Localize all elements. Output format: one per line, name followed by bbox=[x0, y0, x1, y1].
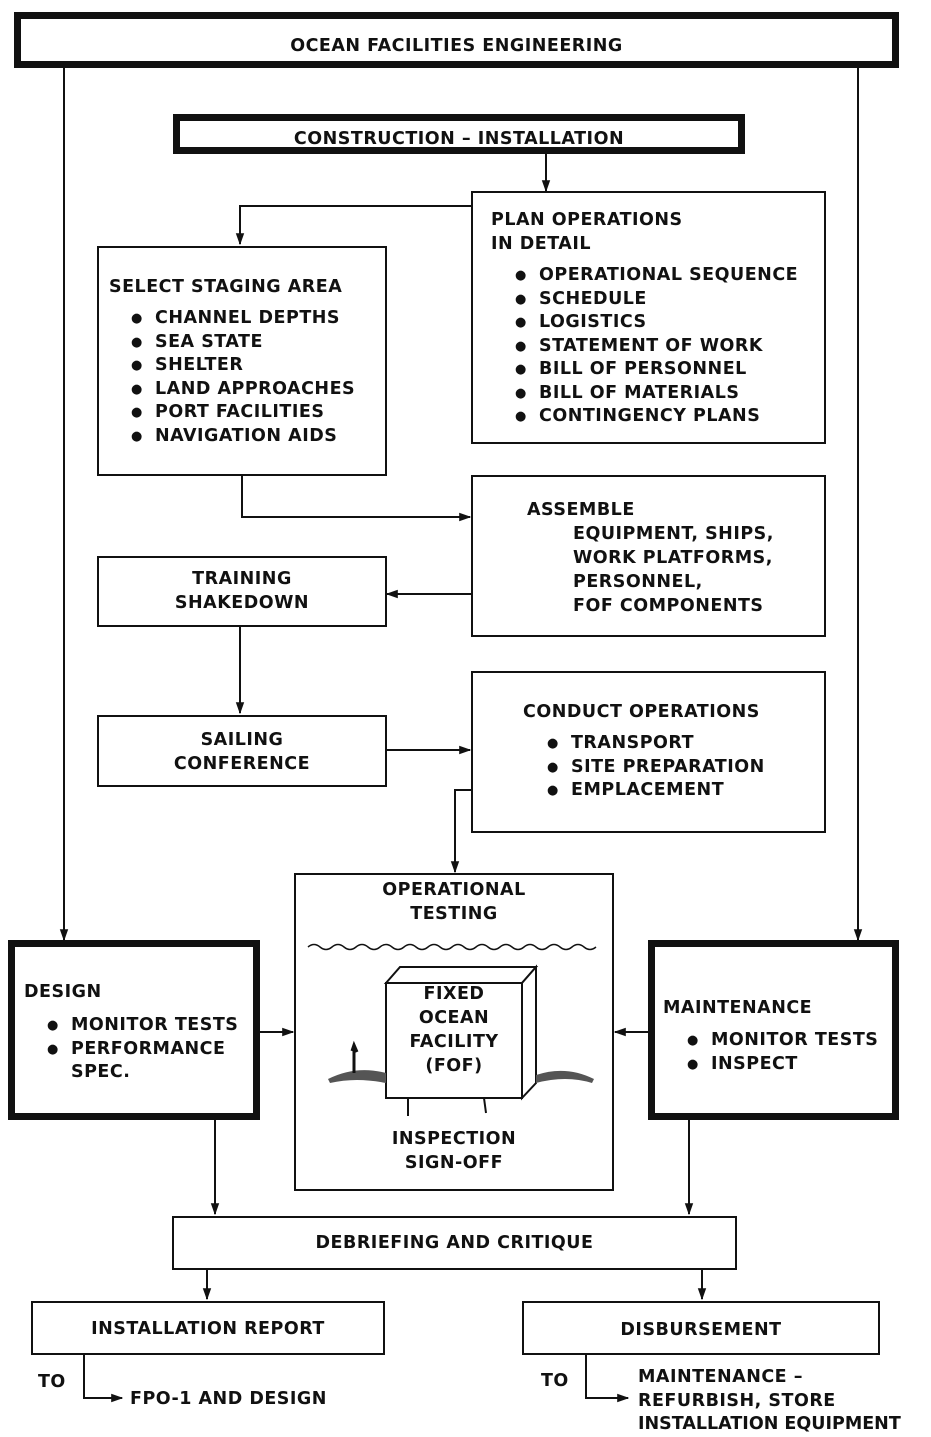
list-item: SCHEDULE bbox=[515, 288, 798, 312]
list-item: MONITOR TESTS bbox=[47, 1014, 238, 1038]
design-spec: SPEC. bbox=[71, 1062, 131, 1082]
signoff-line-1: INSPECTION bbox=[391, 1129, 517, 1149]
list-item: SHELTER bbox=[131, 354, 355, 378]
assemble-line-4: FOF COMPONENTS bbox=[573, 596, 764, 616]
training-line-1: TRAINING bbox=[192, 569, 292, 589]
facility-line-3: FACILITY bbox=[409, 1032, 499, 1052]
list-item: CHANNEL DEPTHS bbox=[131, 307, 355, 331]
arrow-disbursement-to-maintenance bbox=[585, 1355, 630, 1403]
sailing-conference-box: SAILING CONFERENCE bbox=[97, 715, 387, 787]
list-item: BILL OF MATERIALS bbox=[515, 382, 798, 406]
disbursement-to-label: TO bbox=[541, 1371, 569, 1391]
fixed-ocean-facility-illustration bbox=[307, 943, 597, 1116]
list-item: NAVIGATION AIDS bbox=[131, 425, 355, 449]
assemble-line-1: EQUIPMENT, SHIPS, bbox=[573, 524, 774, 544]
sailing-line-1: SAILING bbox=[200, 730, 284, 750]
arrow-staging-to-assemble bbox=[241, 476, 472, 522]
assemble-title: ASSEMBLE bbox=[527, 500, 635, 520]
design-list: MONITOR TESTS PERFORMANCE bbox=[47, 1014, 238, 1061]
list-item: OPERATIONAL SEQUENCE bbox=[515, 264, 798, 288]
signoff-line-2: SIGN-OFF bbox=[404, 1153, 504, 1173]
select-staging-area-box: SELECT STAGING AREA CHANNEL DEPTHS SEA S… bbox=[97, 246, 387, 476]
ocean-facilities-engineering-label: OCEAN FACILITIES ENGINEERING bbox=[290, 36, 623, 56]
training-shakedown-box: TRAINING SHAKEDOWN bbox=[97, 556, 387, 627]
list-item: PERFORMANCE bbox=[47, 1038, 238, 1062]
list-item: INSPECT bbox=[687, 1053, 878, 1077]
conduct-operations-box: CONDUCT OPERATIONS TRANSPORT SITE PREPAR… bbox=[471, 671, 826, 833]
maintenance-box: MAINTENANCE MONITOR TESTS INSPECT bbox=[648, 940, 899, 1120]
staging-title: SELECT STAGING AREA bbox=[109, 277, 343, 297]
conduct-title: CONDUCT OPERATIONS bbox=[523, 702, 760, 722]
installation-report-label: INSTALLATION REPORT bbox=[91, 1319, 325, 1339]
debriefing-box: DEBRIEFING AND CRITIQUE bbox=[172, 1216, 737, 1270]
list-item: CONTINGENCY PLANS bbox=[515, 405, 798, 429]
disbursement-dest-line-2: REFURBISH, STORE bbox=[638, 1391, 836, 1411]
arrow-conduct-to-testing bbox=[450, 789, 471, 874]
list-item: BILL OF PERSONNEL bbox=[515, 358, 798, 382]
testing-title-line-1: OPERATIONAL bbox=[382, 880, 526, 900]
debriefing-label: DEBRIEFING AND CRITIQUE bbox=[315, 1233, 594, 1253]
list-item: LOGISTICS bbox=[515, 311, 798, 335]
operational-testing-box: OPERATIONAL TESTING FIXED OCEAN FACILITY… bbox=[294, 873, 614, 1191]
report-destination: FPO-1 AND DESIGN bbox=[130, 1389, 327, 1409]
plan-operations-box: PLAN OPERATIONS IN DETAIL OPERATIONAL SE… bbox=[471, 191, 826, 444]
maintenance-list: MONITOR TESTS INSPECT bbox=[687, 1029, 878, 1076]
list-item: PORT FACILITIES bbox=[131, 401, 355, 425]
list-item: SEA STATE bbox=[131, 331, 355, 355]
report-to-label: TO bbox=[38, 1372, 66, 1392]
list-item: LAND APPROACHES bbox=[131, 378, 355, 402]
assemble-box: ASSEMBLE EQUIPMENT, SHIPS, WORK PLATFORM… bbox=[471, 475, 826, 637]
testing-title-line-2: TESTING bbox=[410, 904, 498, 924]
conduct-list: TRANSPORT SITE PREPARATION EMPLACEMENT bbox=[547, 732, 765, 803]
list-item: STATEMENT OF WORK bbox=[515, 335, 798, 359]
training-line-2: SHAKEDOWN bbox=[174, 593, 310, 613]
facility-line-2: OCEAN bbox=[418, 1008, 490, 1028]
construction-installation-label: CONSTRUCTION – INSTALLATION bbox=[293, 129, 625, 149]
list-item: EMPLACEMENT bbox=[547, 779, 765, 803]
design-title: DESIGN bbox=[24, 982, 102, 1002]
assemble-line-2: WORK PLATFORMS, bbox=[573, 548, 773, 568]
disbursement-dest-line-1: MAINTENANCE – bbox=[638, 1367, 803, 1387]
assemble-line-3: PERSONNEL, bbox=[573, 572, 703, 592]
plan-title-line-2: IN DETAIL bbox=[491, 234, 592, 254]
facility-line-4: (FOF) bbox=[425, 1056, 483, 1076]
plan-list: OPERATIONAL SEQUENCE SCHEDULE LOGISTICS … bbox=[515, 264, 798, 429]
list-item: SITE PREPARATION bbox=[547, 756, 765, 780]
sailing-line-2: CONFERENCE bbox=[173, 754, 311, 774]
facility-line-1: FIXED bbox=[423, 984, 485, 1004]
list-item: TRANSPORT bbox=[547, 732, 765, 756]
installation-report-box: INSTALLATION REPORT bbox=[31, 1301, 385, 1355]
list-item: MONITOR TESTS bbox=[687, 1029, 878, 1053]
staging-list: CHANNEL DEPTHS SEA STATE SHELTER LAND AP… bbox=[131, 307, 355, 448]
disbursement-label: DISBURSEMENT bbox=[620, 1320, 782, 1340]
design-box: DESIGN MONITOR TESTS PERFORMANCE SPEC. bbox=[8, 940, 260, 1120]
arrow-plan-to-staging bbox=[235, 205, 471, 246]
plan-title-line-1: PLAN OPERATIONS bbox=[491, 210, 683, 230]
maintenance-title: MAINTENANCE bbox=[663, 998, 813, 1018]
ocean-facilities-engineering-box: OCEAN FACILITIES ENGINEERING bbox=[14, 12, 899, 68]
disbursement-dest-line-3: INSTALLATION EQUIPMENT bbox=[638, 1414, 901, 1434]
arrow-report-to-fpo bbox=[83, 1355, 124, 1403]
disbursement-box: DISBURSEMENT bbox=[522, 1301, 880, 1355]
construction-installation-box: CONSTRUCTION – INSTALLATION bbox=[173, 114, 745, 154]
